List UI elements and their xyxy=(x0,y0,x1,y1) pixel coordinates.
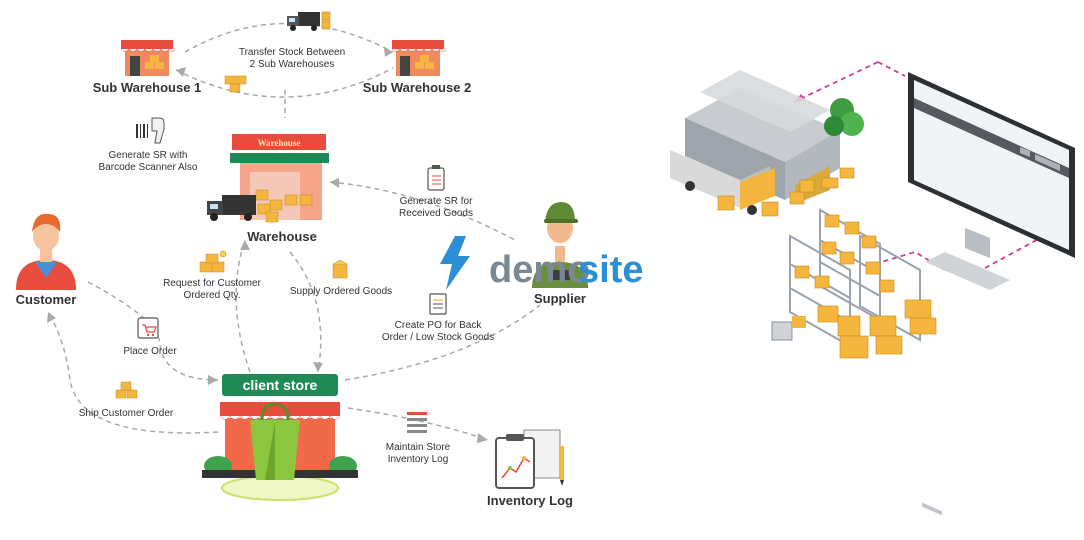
generate-sr-received-line1: Generate SR for xyxy=(400,196,473,207)
pink-connector xyxy=(877,61,906,77)
truck-icon xyxy=(287,11,331,31)
arrowhead xyxy=(384,47,393,57)
sub-warehouse-2-label: Sub Warehouse 2 xyxy=(363,80,472,95)
arrowhead xyxy=(176,67,186,77)
client-store-building xyxy=(202,402,358,501)
place-order-label: Place Order xyxy=(123,346,177,357)
generate-sr-barcode-line2: Barcode Scanner Also xyxy=(99,162,198,173)
truck-icon xyxy=(207,195,256,221)
demosite-logo: demo site xyxy=(440,236,643,291)
flow-supplier-to-warehouse xyxy=(329,181,516,241)
warehouse-sign: Warehouse xyxy=(258,138,301,148)
maintain-log-line1: Maintain Store xyxy=(386,442,451,453)
tree-icon xyxy=(824,98,864,136)
pink-connector xyxy=(793,61,879,103)
forklift-icon xyxy=(771,316,806,341)
arrowhead xyxy=(47,312,56,323)
customer-person-icon xyxy=(16,213,76,290)
list-icon xyxy=(407,412,427,433)
sub-warehouse-1-building xyxy=(120,40,176,76)
sub-warehouse-1-label: Sub Warehouse 1 xyxy=(93,80,202,95)
generate-sr-barcode-line1: Generate SR with xyxy=(109,150,188,161)
box-icon xyxy=(115,381,138,399)
box-icon xyxy=(224,75,247,93)
supplier-person-icon xyxy=(532,202,588,288)
box-icon xyxy=(332,259,348,279)
flow-supply-goods xyxy=(289,251,322,373)
clipboard-icon xyxy=(429,293,447,315)
forklift-icon xyxy=(670,150,775,215)
maintain-log-line2: Inventory Log xyxy=(388,454,449,465)
flow-transfer-bottom xyxy=(175,67,394,98)
supplier-label: Supplier xyxy=(534,291,586,306)
ship-order-label: Ship Customer Order xyxy=(79,408,174,419)
client-store-label: client store xyxy=(243,377,318,393)
logo-text-site: site xyxy=(578,249,643,291)
request-qty-line1: Request for Customer xyxy=(163,278,261,289)
transfer-label-line1: Transfer Stock Between xyxy=(239,47,345,58)
box-icon xyxy=(199,250,227,273)
flow-ship-order xyxy=(47,311,219,434)
flow-maintain-log xyxy=(347,407,489,441)
box-icon xyxy=(794,214,937,359)
flow-create-po xyxy=(344,304,541,381)
isometric-warehouse-illustration xyxy=(670,61,1075,516)
flow-lines xyxy=(47,22,541,441)
generate-sr-received-line2: Received Goods xyxy=(399,208,473,219)
transfer-label-line2: 2 Sub Warehouses xyxy=(250,59,335,70)
arrowhead xyxy=(477,433,488,443)
flow-request-qty xyxy=(235,239,251,373)
warehouse-building xyxy=(230,134,329,223)
arrowhead xyxy=(208,375,218,385)
flow-arrowheads xyxy=(47,47,488,443)
box-icon xyxy=(717,167,855,217)
flow-transfer-top xyxy=(184,22,394,53)
customer-label: Customer xyxy=(16,292,77,307)
barcode-scanner-icon xyxy=(136,117,165,144)
create-po-line2: Order / Low Stock Goods xyxy=(382,332,494,343)
shopping-bag-icon xyxy=(250,402,300,480)
client-store-sign xyxy=(222,374,338,396)
arrowhead xyxy=(240,240,250,250)
request-qty-line2: Ordered Qty. xyxy=(183,290,240,301)
inventory-log-label: Inventory Log xyxy=(487,493,573,508)
sub-warehouse-2-building xyxy=(391,40,447,76)
arrowhead xyxy=(313,362,323,372)
chart-clipboard-icon xyxy=(495,429,564,489)
supply-goods-label: Supply Ordered Goods xyxy=(290,286,392,297)
arrowhead xyxy=(330,178,339,188)
logo-text-demo: demo xyxy=(489,249,590,291)
flow-place-order xyxy=(87,281,219,381)
lightning-icon xyxy=(440,236,470,290)
warehouse-label: Warehouse xyxy=(247,229,317,244)
create-po-line1: Create PO for Back xyxy=(395,320,483,331)
monitor-icon xyxy=(908,72,1075,516)
cart-icon xyxy=(137,317,159,339)
clipboard-icon xyxy=(427,165,445,191)
